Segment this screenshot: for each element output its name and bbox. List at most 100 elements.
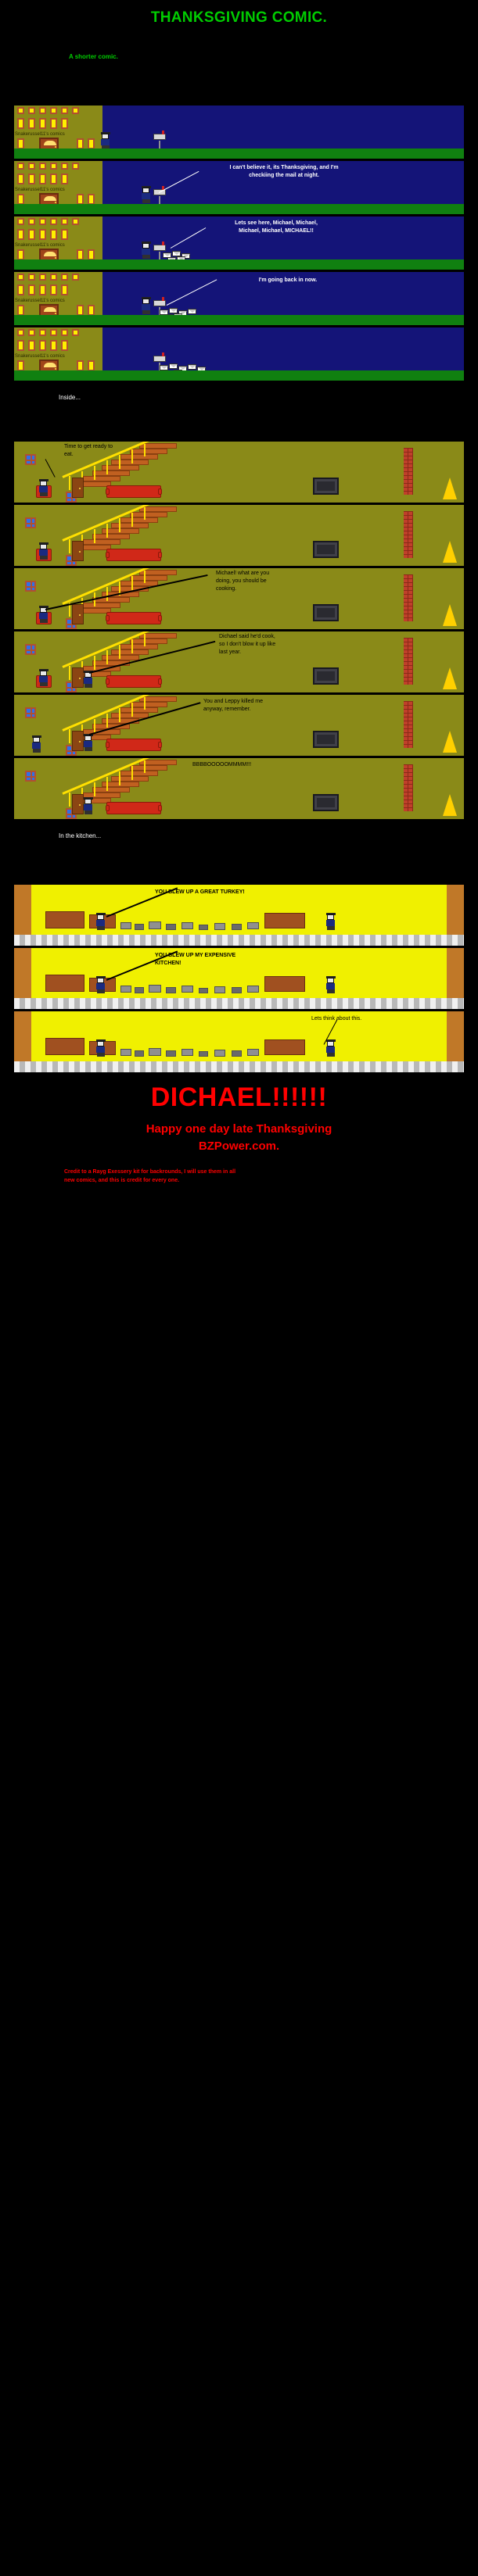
body — [96, 920, 105, 926]
house-sign: Snakerussel11's comics — [15, 354, 65, 359]
rubble — [166, 924, 176, 930]
window-icon — [61, 163, 68, 170]
window-icon — [17, 118, 24, 129]
body — [32, 742, 41, 749]
rubble — [166, 987, 176, 993]
character-michael — [95, 913, 106, 930]
head — [40, 481, 47, 486]
legs — [33, 749, 41, 753]
mailbox-icon — [153, 242, 166, 261]
hat-icon — [84, 734, 93, 736]
head — [327, 914, 334, 920]
window-icon — [50, 229, 57, 240]
body — [84, 804, 92, 810]
hat-icon — [39, 606, 49, 608]
chimney — [404, 638, 413, 685]
window-icon — [77, 360, 84, 371]
kitchen-wall-left — [14, 1011, 31, 1072]
window-icon — [50, 163, 57, 170]
window-icon — [72, 218, 79, 225]
speech-bubble-text: YOU BLEW UP A GREAT TURKEY! — [155, 889, 245, 895]
broken-counter — [45, 911, 84, 928]
rubble — [199, 925, 208, 930]
character-michael — [141, 297, 152, 314]
mailbox-icon — [153, 297, 166, 317]
body — [96, 983, 105, 989]
rubble — [214, 923, 225, 930]
doorknob-icon — [55, 313, 56, 314]
couch — [106, 549, 162, 561]
hat-icon — [142, 186, 151, 188]
couch — [106, 739, 162, 751]
kitchen-wall-right — [447, 885, 464, 946]
envelope-icon — [160, 365, 168, 370]
body — [142, 304, 150, 310]
house-sign: Snakerussel11's comics — [15, 243, 65, 248]
broken-counter — [264, 913, 305, 928]
couch — [106, 612, 162, 624]
rubble — [247, 1049, 259, 1056]
legs — [97, 1053, 105, 1057]
speech-bubble-text: Dichael said he'd cook, so I don't blow … — [219, 634, 276, 655]
window-icon — [17, 274, 24, 281]
rubble — [181, 1049, 193, 1056]
character-michael — [38, 479, 49, 496]
window-icon — [28, 174, 35, 184]
window-icon — [39, 229, 46, 240]
window-icon — [77, 138, 84, 149]
interior-door — [72, 667, 84, 688]
window-icon — [25, 771, 36, 782]
television — [313, 541, 339, 558]
window-icon — [50, 340, 57, 351]
character-michael — [38, 542, 49, 560]
outdoor-strip: Snakerussel11's comics — [0, 106, 478, 381]
body — [39, 486, 48, 492]
legs — [40, 682, 48, 686]
house-building: Snakerussel11's comics — [14, 327, 102, 373]
speech-bubble-text: BBBBOOOOOMMMM!!! — [192, 762, 252, 767]
house-sign: Snakerussel11's comics — [15, 132, 65, 137]
speech-bubble-text: I can't believe it, its Thanksgiving, an… — [229, 165, 339, 178]
window-icon — [17, 163, 24, 170]
window-icon — [61, 229, 68, 240]
house-building: Snakerussel11's comics — [14, 216, 102, 262]
speech-bubble-text: Lets think about this. — [311, 1016, 362, 1021]
window-icon — [72, 163, 79, 170]
interior-door — [72, 731, 84, 751]
window-icon — [72, 107, 79, 114]
legs — [142, 199, 150, 203]
window-icon — [61, 284, 68, 295]
head — [327, 1041, 334, 1046]
window-icon — [17, 218, 24, 225]
kitchen-panel-2: YOU BLEW UP MY EXPENSIVE KITCHEN! — [14, 948, 464, 1009]
television — [313, 667, 339, 685]
window-icon — [17, 305, 24, 316]
window-icon — [61, 274, 68, 281]
body — [39, 549, 48, 556]
legs — [327, 1053, 335, 1057]
speech-pointer — [45, 574, 208, 610]
doorknob-icon — [55, 146, 56, 148]
legs — [327, 989, 335, 993]
hat-icon — [142, 242, 151, 244]
hat-icon — [32, 735, 41, 738]
window-icon — [39, 274, 46, 281]
body — [96, 1046, 105, 1053]
window-icon — [61, 174, 68, 184]
head — [142, 299, 149, 304]
fireplace-flame — [443, 667, 457, 689]
doorknob-icon — [55, 202, 56, 203]
house-sign: Snakerussel11's comics — [15, 299, 65, 303]
hat-icon — [39, 669, 49, 671]
envelope-icon — [188, 364, 196, 370]
interlude-inside: Inside... — [59, 394, 81, 401]
outdoor-panel-5: Snakerussel11's comics — [14, 327, 464, 381]
indoor-panel-6: BBBBOOOOOMMMM!!! — [14, 758, 464, 819]
head — [142, 243, 149, 249]
outdoor-panel-1: Snakerussel11's comics — [14, 106, 464, 159]
speech-pointer — [45, 459, 56, 478]
legs — [84, 684, 92, 688]
body — [39, 676, 48, 682]
house-building: Snakerussel11's comics — [14, 106, 102, 151]
